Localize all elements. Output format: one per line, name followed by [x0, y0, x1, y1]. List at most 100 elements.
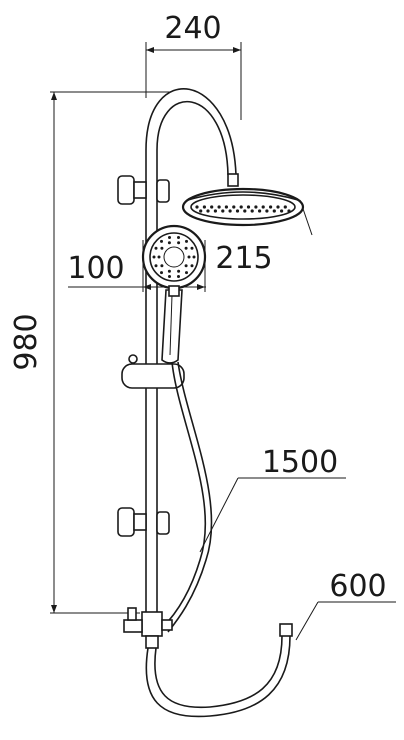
hand-nozzle — [192, 255, 196, 259]
hand-nozzle — [160, 246, 164, 250]
rain-nozzle — [213, 209, 217, 213]
hand-nozzle — [168, 236, 171, 239]
rain-nozzle — [272, 209, 276, 213]
dimension-lines — [50, 42, 396, 641]
diverter-handle-arm — [123, 619, 143, 633]
dim-240-arrow-right — [233, 47, 241, 53]
hand-nozzle — [167, 269, 171, 273]
rain-nozzle — [228, 209, 232, 213]
rain-nozzle — [258, 209, 262, 213]
hand-nozzle — [177, 269, 181, 273]
rain-nozzle — [195, 205, 199, 209]
hand-nozzle — [154, 264, 158, 268]
rain-nozzle — [283, 205, 287, 209]
hose-long-inner — [167, 361, 213, 633]
rain-head-body — [181, 187, 305, 227]
rain-nozzle — [224, 205, 228, 209]
bracket-upper-wall-plate — [117, 175, 135, 205]
dim-label-215: 215 — [215, 241, 272, 276]
hand-nozzle — [190, 246, 194, 250]
rain-nozzle — [217, 205, 221, 209]
hand-shower-neck — [168, 285, 180, 297]
diverter-inlet — [145, 635, 159, 649]
dimension-labels: 240 100 215 1500 600 980 — [9, 11, 387, 604]
bracket-lower-arm — [133, 513, 147, 531]
hand-shower-head — [141, 224, 207, 290]
hand-shower-handle — [161, 289, 183, 364]
hose-short-inner — [154, 635, 283, 709]
gooseneck-inner — [156, 100, 229, 176]
hand-nozzle — [185, 239, 188, 243]
dim-label-240: 240 — [164, 11, 221, 46]
rain-nozzle — [246, 205, 251, 209]
hand-shower-center — [163, 246, 185, 268]
dim-240-arrow-left — [146, 47, 154, 53]
hand-nozzle — [184, 246, 188, 250]
rain-shower-head-icon — [181, 173, 305, 227]
rain-nozzle — [261, 205, 265, 209]
rain-nozzle — [206, 209, 210, 213]
diverter-handle-knob — [127, 607, 137, 621]
bracket-upper-arm — [133, 181, 147, 199]
hand-nozzle — [184, 264, 188, 268]
hand-nozzle — [160, 264, 164, 268]
hand-shower-face — [149, 232, 199, 282]
hand-nozzle — [190, 264, 194, 268]
hand-nozzle — [157, 255, 161, 259]
gooseneck-outer — [145, 88, 237, 176]
rain-nozzle — [269, 205, 273, 209]
dim-980-arrow-top — [51, 92, 57, 100]
rain-nozzle — [276, 205, 280, 209]
rain-nozzle — [254, 205, 258, 209]
bracket-upper-clamp — [156, 179, 170, 203]
rain-head-face — [190, 194, 296, 220]
hose-long — [161, 361, 213, 633]
shower-rail — [145, 88, 237, 615]
slider-knob — [128, 354, 138, 364]
slider-body — [121, 363, 185, 389]
diverter-outlet — [161, 619, 173, 631]
hand-nozzle — [177, 241, 181, 245]
rain-nozzle — [235, 209, 240, 213]
hand-nozzle — [167, 241, 171, 245]
hand-nozzle — [187, 255, 191, 259]
rain-head-nozzles — [195, 205, 291, 213]
hand-nozzle — [160, 239, 163, 243]
dim-980-arrow-bottom — [51, 605, 57, 613]
hand-nozzle — [168, 275, 171, 278]
dim-label-980: 980 — [9, 313, 44, 370]
rain-head-rim — [187, 191, 299, 201]
hand-nozzle — [185, 271, 188, 275]
dim-100-arrow-left — [143, 284, 151, 290]
rain-nozzle — [265, 209, 269, 213]
rain-nozzle — [239, 205, 243, 209]
rain-nozzle — [250, 209, 254, 213]
rain-nozzle — [232, 205, 236, 209]
hand-nozzle — [177, 236, 180, 239]
dim-label-600: 600 — [329, 569, 386, 604]
rain-head-connector — [227, 173, 239, 187]
hose-short — [145, 623, 293, 718]
dim-1500-leader — [199, 477, 239, 553]
hose-short-outer — [145, 635, 291, 718]
hand-shower-nozzles — [152, 236, 196, 278]
rain-nozzle — [221, 209, 225, 213]
hand-nozzle — [177, 275, 180, 278]
hand-nozzle — [152, 255, 156, 259]
dim-600-leader — [295, 601, 319, 641]
hand-nozzle — [160, 271, 163, 275]
slider-holder — [121, 354, 185, 389]
wall-bracket-upper — [117, 175, 170, 205]
diverter-valve — [123, 607, 173, 649]
rain-nozzle — [210, 205, 214, 209]
wall-bracket-lower — [117, 507, 170, 537]
hand-nozzle — [154, 246, 158, 250]
rain-nozzle — [199, 209, 203, 213]
rain-nozzle — [243, 209, 247, 213]
hose-short-end-fitting — [279, 623, 293, 637]
diverter-body — [141, 611, 163, 637]
rain-nozzle — [202, 205, 206, 209]
dim-100-arrow-right — [197, 284, 205, 290]
